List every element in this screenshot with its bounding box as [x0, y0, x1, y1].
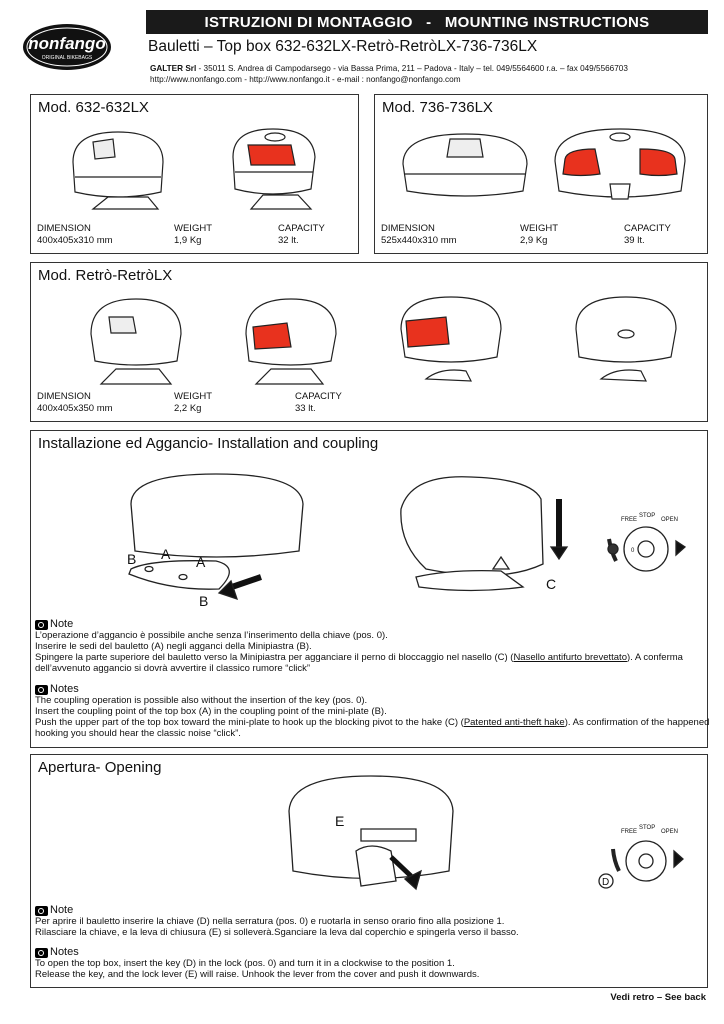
label-e: E [335, 813, 344, 829]
note-it: Note L’operazione d’aggancio è possibile… [35, 618, 683, 674]
dial-free: FREE [621, 517, 637, 523]
dial-stop: STOP [639, 513, 655, 519]
note-en: Notes The coupling operation is possible… [35, 683, 710, 739]
dial-stop: STOP [639, 825, 655, 831]
label-a-2: A [196, 554, 206, 570]
logo-text: nonfango [28, 34, 105, 53]
eye-icon [35, 947, 48, 958]
top-box-illustration [402, 128, 686, 200]
opening-illustration: E D FREE STOP OPEN [288, 775, 684, 891]
document-title: ISTRUZIONI DI MONTAGGIO - MOUNTING INSTR… [146, 10, 708, 34]
label-d: D [602, 877, 609, 888]
label-b-2: B [199, 593, 208, 609]
model-title: Mod. 632-632LX [38, 99, 149, 116]
installation-illustration: B A A B C FREE STOP OPEN 0 [127, 473, 687, 609]
eye-icon [35, 905, 48, 916]
section-title: Installazione ed Aggancio- Installation … [38, 435, 379, 452]
eye-icon [35, 619, 48, 630]
footer-see-back: Vedi retro – See back [610, 992, 706, 1003]
label-a: A [161, 546, 171, 562]
nonfango-logo: nonfango ORIGINAL BIKEBAGS [22, 22, 112, 72]
company-info: GALTER Srl - 35011 S. Andrea di Campodar… [150, 63, 628, 85]
company-name: GALTER Srl [150, 64, 197, 73]
eye-icon [35, 684, 48, 695]
company-address: - 35011 S. Andrea di Campodarsego - via … [196, 64, 628, 73]
dial-open: OPEN [661, 517, 678, 523]
document-subtitle: Bauletti – Top box 632-632LX-Retrò-Retrò… [148, 38, 538, 55]
top-box-illustration [90, 296, 677, 385]
dial-free: FREE [621, 829, 637, 835]
model-title: Mod. 736-736LX [382, 99, 493, 116]
dial-open: OPEN [661, 829, 678, 835]
note-it: Note Per aprire il bauletto inserire la … [35, 904, 519, 938]
company-web: http://www.nonfango.com - http://www.non… [150, 75, 461, 84]
opening-section: Apertura- Opening E D FREE STOP OPEN Not… [30, 754, 708, 988]
label-b: B [127, 551, 136, 567]
dial-zero: 0 [631, 548, 635, 554]
model-title: Mod. Retrò-RetròLX [38, 267, 173, 284]
installation-section: Installazione ed Aggancio- Installation … [30, 430, 709, 748]
section-title: Apertura- Opening [38, 759, 162, 776]
logo-subtext: ORIGINAL BIKEBAGS [42, 55, 93, 61]
label-c: C [546, 576, 556, 592]
top-box-illustration [72, 128, 316, 210]
note-en: Notes To open the top box, insert the ke… [35, 946, 480, 980]
